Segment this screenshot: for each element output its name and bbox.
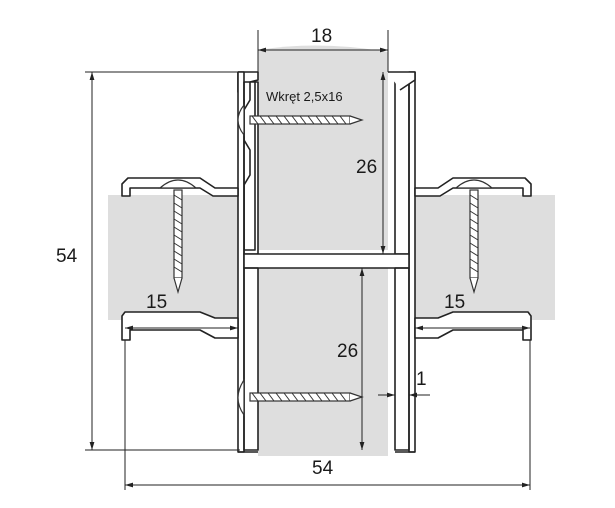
dim-total-height: 54 [56, 246, 78, 267]
dim-upper-chamber-height: 26 [356, 157, 377, 178]
dim-top-width: 18 [311, 26, 332, 47]
dim-wall-thickness: 1 [416, 369, 427, 390]
screw-icon [454, 179, 494, 295]
profile-middle-bar [243, 253, 410, 269]
screw-icon [237, 378, 364, 417]
panel-bottom [258, 268, 388, 456]
panel-right [415, 195, 555, 320]
panel-top [258, 45, 388, 250]
profile-right-chamber-wall [394, 81, 410, 255]
dim-lower-chamber-height: 26 [337, 341, 358, 362]
screw-label: Wkręt 2,5x16 [266, 89, 343, 104]
profile-top-right-lip [388, 71, 416, 91]
dimension-lines [85, 30, 531, 490]
profile-lower-right-wall [394, 267, 410, 451]
dim-right-flange: 15 [444, 292, 465, 313]
screw-icon [158, 179, 198, 295]
dim-left-flange: 15 [146, 292, 167, 313]
dim-total-width: 54 [312, 458, 334, 479]
panels [108, 45, 555, 456]
screw-icon [237, 103, 364, 137]
aluminium-profile [121, 71, 532, 453]
profile-lower-left-wall [243, 267, 259, 451]
screws [158, 103, 494, 417]
